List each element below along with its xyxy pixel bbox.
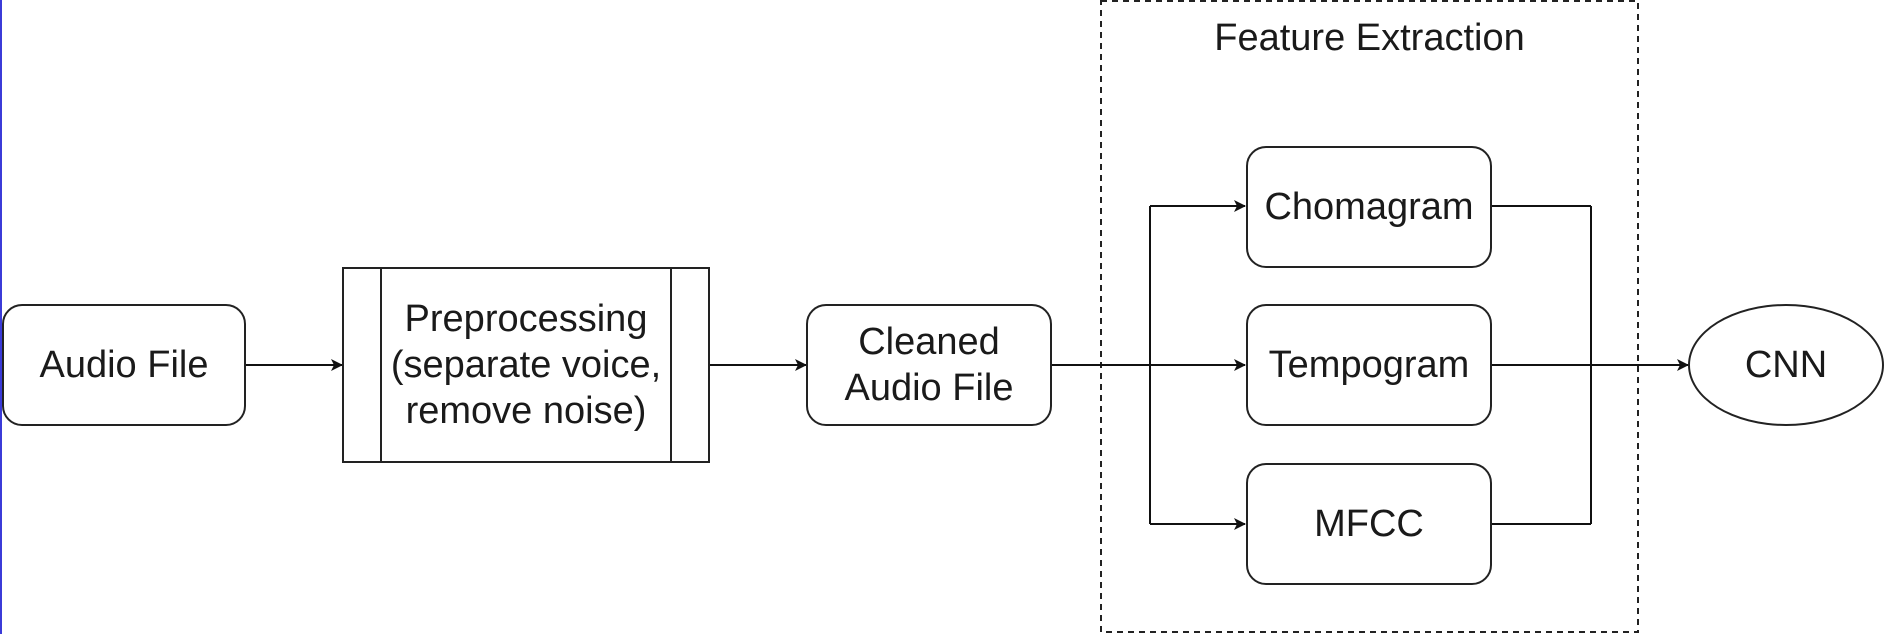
feature-extraction-title: Feature Extraction — [1214, 17, 1525, 59]
cnn-label: CNN — [1744, 344, 1828, 386]
preprocessing-label: Preprocessing (separate voice, remove no… — [390, 298, 662, 432]
mfcc-node: MFCC — [1246, 463, 1492, 585]
tempogram-label: Tempogram — [1268, 344, 1470, 386]
left-edge-line — [0, 0, 2, 634]
audio-file-label: Audio File — [39, 344, 209, 386]
chomagram-node: Chomagram — [1246, 146, 1492, 268]
cleaned-audio-file-node: Cleaned Audio File — [806, 304, 1052, 426]
feature-extraction-group-box — [1100, 0, 1639, 633]
process-left-bar — [380, 269, 382, 461]
audio-file-node: Audio File — [2, 304, 246, 426]
process-right-bar — [670, 269, 672, 461]
cleaned-audio-file-label: Cleaned Audio File — [844, 321, 1014, 409]
mfcc-label: MFCC — [1314, 503, 1424, 545]
tempogram-node: Tempogram — [1246, 304, 1492, 426]
chomagram-label: Chomagram — [1264, 186, 1474, 228]
cnn-node: CNN — [1688, 304, 1884, 426]
preprocessing-node: Preprocessing (separate voice, remove no… — [342, 267, 710, 463]
